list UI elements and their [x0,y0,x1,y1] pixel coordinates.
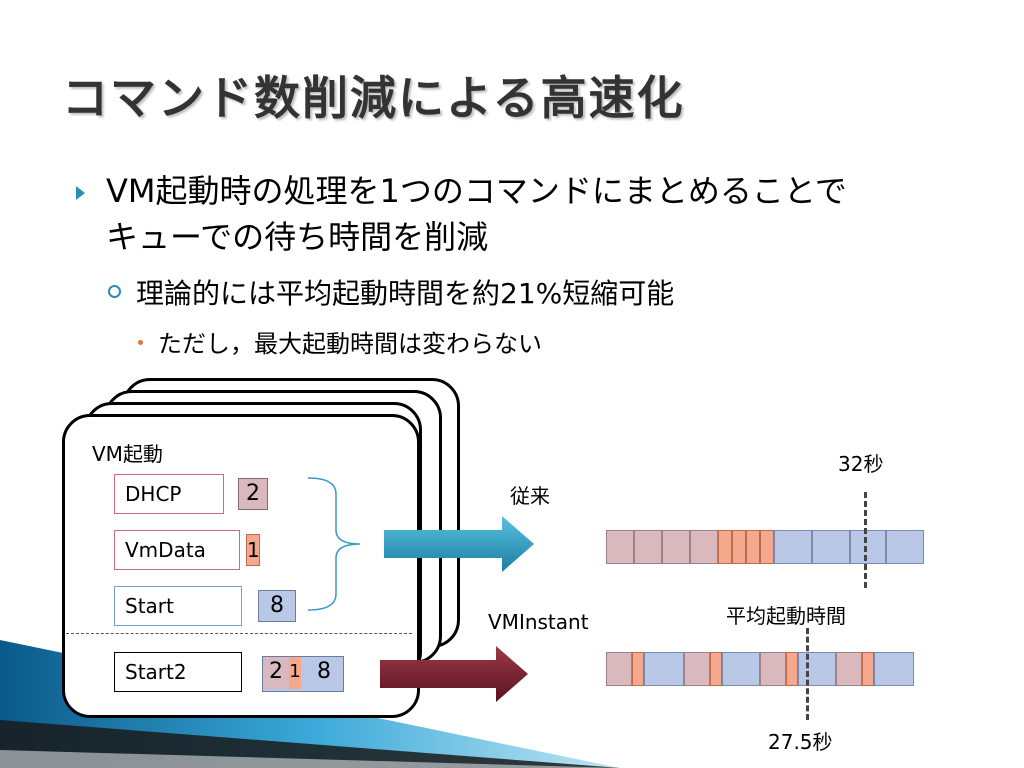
card-title: VM起動 [92,442,163,466]
label-max-time: 32秒 [838,452,884,476]
segment-vmdata [746,530,760,564]
combined-count-group: 2 1 8 [262,656,344,692]
combined-count-start: 8 [317,659,331,684]
command-start: Start [114,586,242,626]
bullet-level3: ただし，最大起動時間は変わらない [158,330,542,358]
segment-dhcp [662,530,690,564]
segment-start [774,530,812,564]
bullet-ring-icon [108,285,121,298]
segment-vmdata [760,530,774,564]
segment-dhcp [836,652,862,686]
command-dhcp-count: 2 [238,478,268,510]
combined-count-dhcp: 2 [263,657,289,689]
bullet-level2: 理論的には平均起動時間を約21%短縮可能 [136,277,675,310]
segment-start [812,530,850,564]
marker-max-time [864,492,867,588]
command-vmdata-count: 1 [246,534,260,566]
segment-start [850,530,886,564]
segment-dhcp [684,652,710,686]
segment-dhcp [634,530,662,564]
segment-start [886,530,924,564]
combined-count-vmdata: 1 [289,657,301,689]
segment-vmdata [862,652,874,686]
arrow-vminstant-icon [380,646,528,702]
bullet-level1-line1: VM起動時の処理を1つのコマンドにまとめることで [106,172,847,210]
grouping-brace-icon [307,477,361,611]
bullet-triangle-icon [76,186,85,200]
segment-vmdata [786,652,798,686]
bullet-level1-line2: キューでの待ち時間を削減 [106,218,489,256]
command-vmdata: VmData [114,530,240,570]
label-average-time: 平均起動時間 [726,604,846,628]
segment-dhcp [606,652,632,686]
segment-vmdata [710,652,722,686]
label-conventional: 従来 [510,484,550,508]
card-divider [66,633,412,634]
arrow-conventional-icon [384,516,534,572]
bullet-dot-icon [138,340,143,345]
segment-dhcp [760,652,786,686]
segment-vmdata [632,652,644,686]
timeline-vminstant [606,652,914,686]
segment-vmdata [718,530,732,564]
segment-dhcp [606,530,634,564]
segment-start [644,652,684,686]
segment-start [722,652,760,686]
command-start-count: 8 [258,590,296,622]
segment-vmdata [732,530,746,564]
command-dhcp: DHCP [114,474,224,514]
command-start2: Start2 [114,652,242,692]
label-new-time: 27.5秒 [768,730,833,754]
segment-dhcp [690,530,718,564]
label-vminstant: VMInstant [488,610,589,634]
timeline-conventional [606,530,924,564]
segment-start [874,652,914,686]
segment-start [798,652,836,686]
slide-title: コマンド数削減による高速化 [62,71,685,125]
marker-average-time [806,628,809,720]
